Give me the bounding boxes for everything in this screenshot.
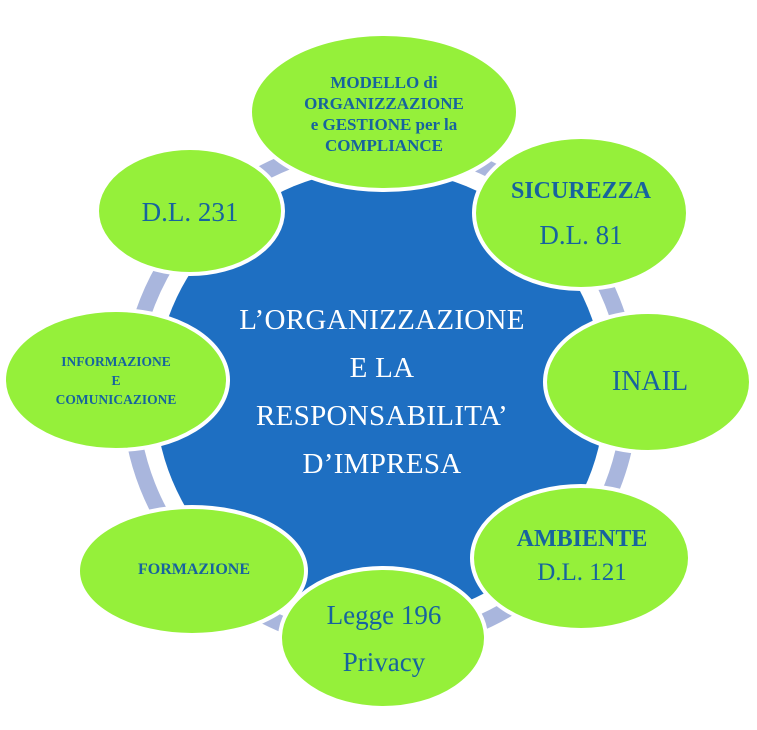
node-privacy [278, 566, 488, 710]
node-formazione [76, 505, 308, 637]
node-formazione-label: FORMAZIONE [96, 559, 292, 581]
node-label-line: ORGANIZZAZIONE [304, 94, 464, 113]
node-modello-label: MODELLO di ORGANIZZAZIONE e GESTIONE per… [264, 72, 504, 156]
node-label-line: E [111, 373, 121, 388]
node-label-line: FORMAZIONE [138, 561, 250, 578]
node-label-line: INFORMAZIONE [61, 354, 171, 369]
center-title: L’ORGANIZZAZIONE E LA RESPONSABILITA’ D’… [214, 296, 550, 488]
node-modello [248, 32, 520, 192]
node-dl231 [95, 146, 285, 276]
node-sicurezza [472, 135, 690, 291]
node-label-line: Privacy [342, 647, 426, 677]
node-label-line: Legge 196 [326, 600, 442, 630]
node-dl231-label: D.L. 231 [110, 195, 270, 229]
node-label-line: AMBIENTE [516, 526, 648, 552]
node-label-line: D.L. 121 [537, 559, 627, 586]
node-inail [543, 310, 753, 454]
node-privacy-label: Legge 196 Privacy [294, 592, 474, 686]
node-ambiente-label: AMBIENTE D.L. 121 [484, 522, 680, 590]
center-title-line: L’ORGANIZZAZIONE [239, 304, 525, 336]
node-label-line: COMPLIANCE [324, 136, 444, 155]
node-label-line: D.L. 81 [539, 220, 623, 250]
center-title-line: E LA [349, 352, 415, 384]
node-label-line: MODELLO di [330, 73, 438, 92]
center-circle [155, 169, 605, 619]
node-label-line: e GESTIONE per la [310, 115, 458, 134]
center-title-line: D’IMPRESA [302, 448, 462, 480]
node-informazione [2, 308, 230, 452]
node-label-line: SICUREZZA [510, 178, 652, 204]
node-label-line: INAIL [611, 366, 689, 397]
node-label-line: D.L. 231 [141, 197, 239, 227]
node-sicurezza-label: SICUREZZA D.L. 81 [486, 169, 676, 257]
node-informazione-label: INFORMAZIONE E COMUNICAZIONE [18, 352, 214, 409]
node-ambiente [470, 484, 692, 632]
node-inail-label: INAIL [560, 362, 740, 402]
center-title-line: RESPONSABILITA’ [256, 400, 508, 432]
node-label-line: COMUNICAZIONE [55, 392, 177, 407]
